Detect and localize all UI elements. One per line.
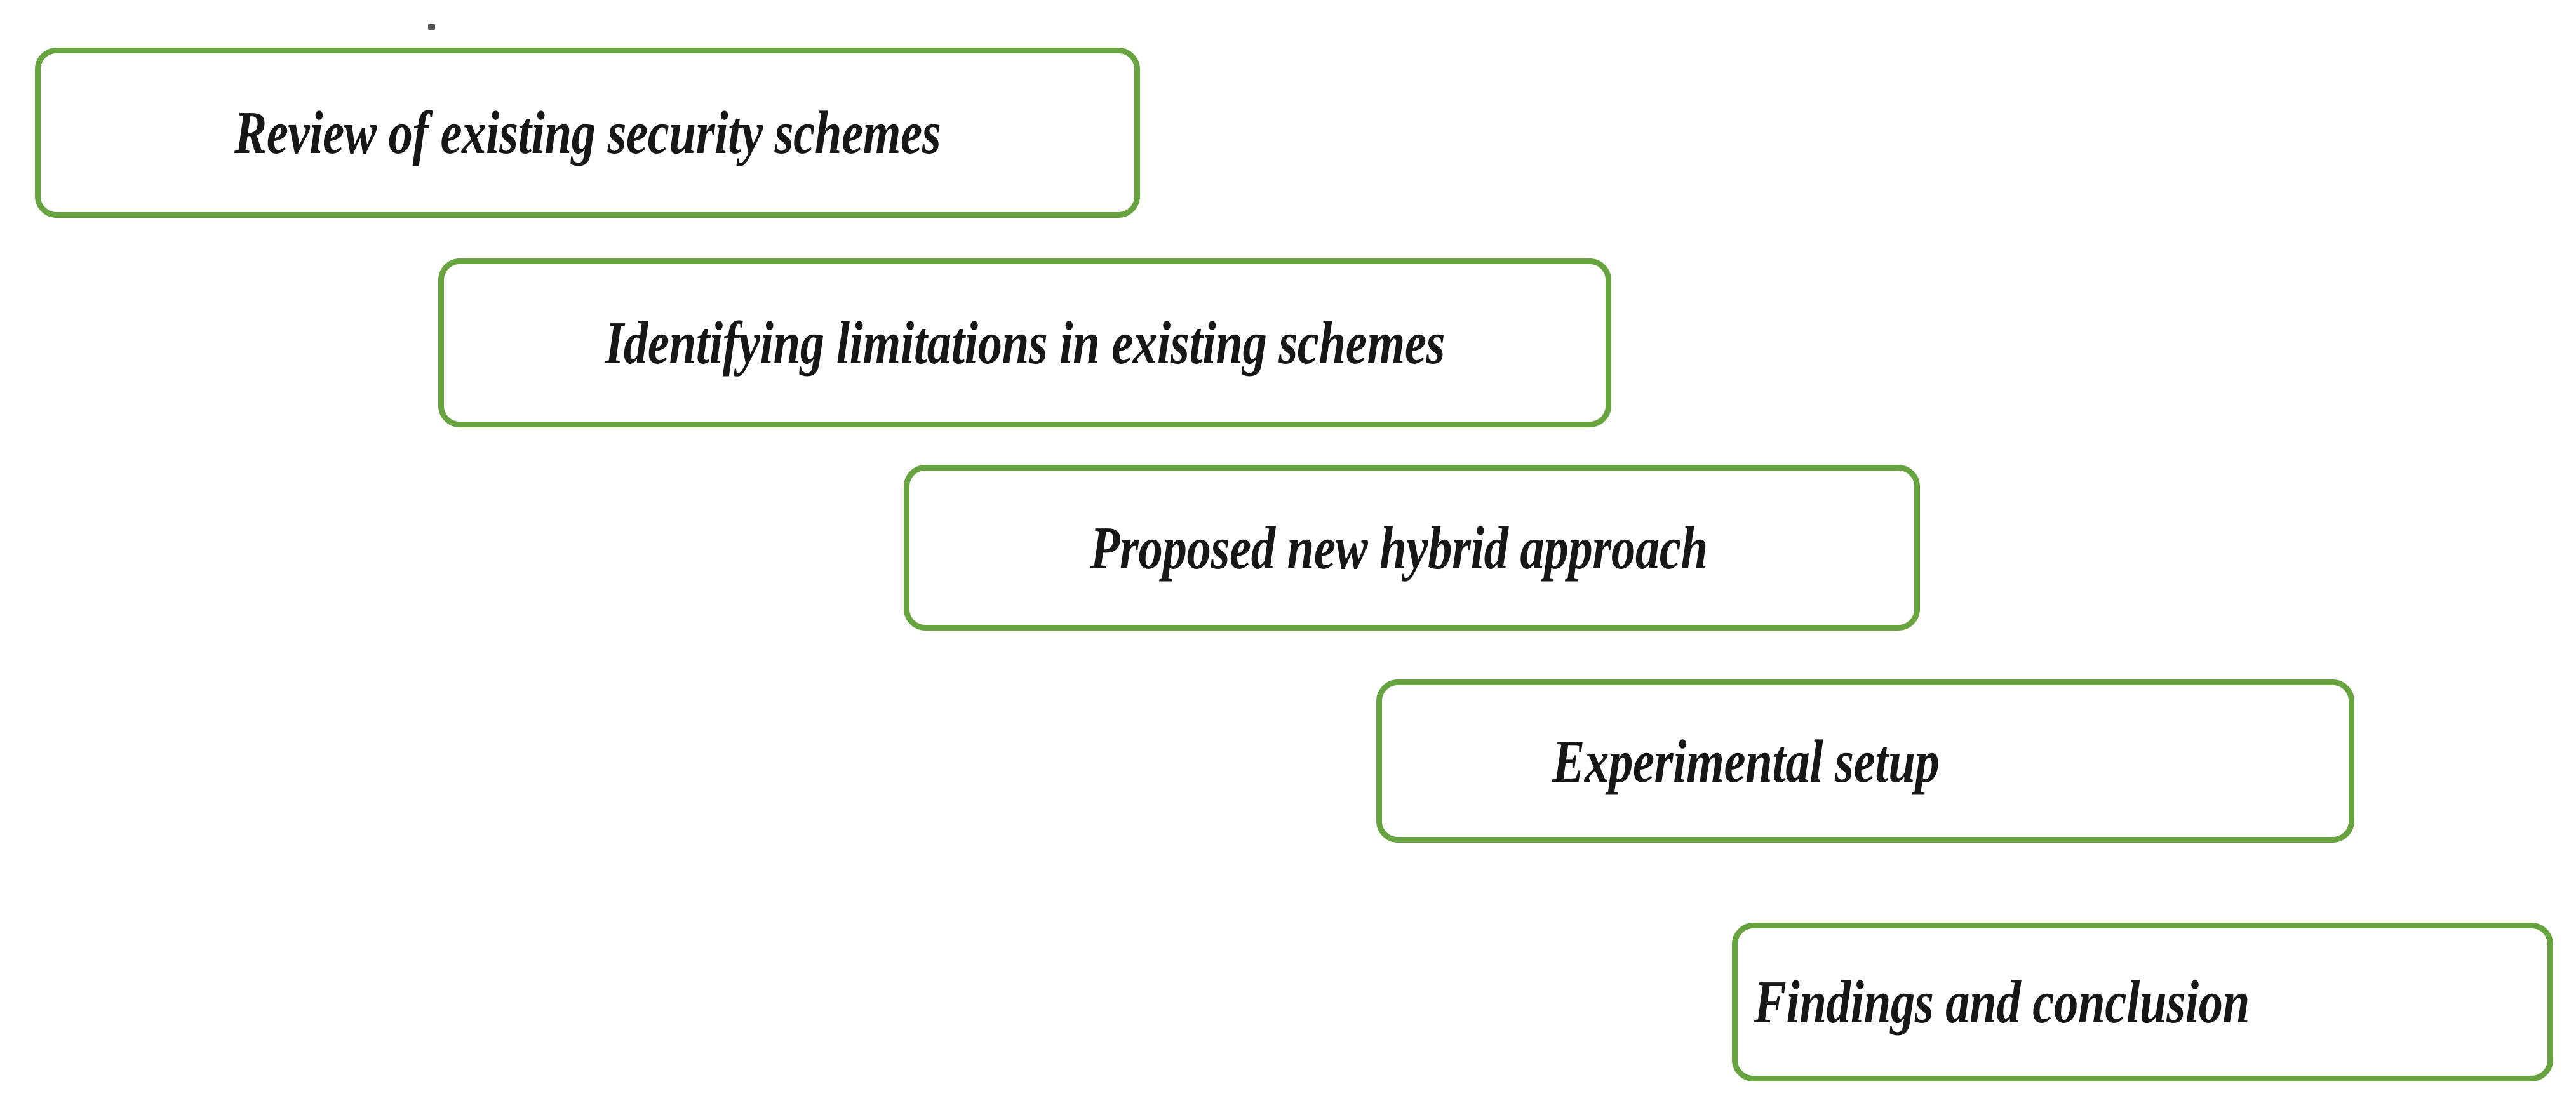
- flow-step-box-5[interactable]: Findings and conclusion: [1732, 923, 2553, 1081]
- flow-step-box-4[interactable]: Experimental setup: [1376, 679, 2354, 843]
- flow-step-box-2[interactable]: Identifying limitations in existing sche…: [438, 258, 1611, 427]
- flow-step-label-5: Findings and conclusion: [1754, 968, 2250, 1036]
- flow-step-box-1[interactable]: Review of existing security schemes: [35, 48, 1140, 218]
- flow-step-label-1: Review of existing security schemes: [234, 98, 941, 166]
- scan-speck-artifact: [428, 24, 435, 30]
- flow-step-label-2: Identifying limitations in existing sche…: [605, 309, 1445, 377]
- flow-step-label-4: Experimental setup: [1552, 726, 1940, 795]
- flow-step-box-3[interactable]: Proposed new hybrid approach: [904, 465, 1920, 631]
- flow-step-label-3: Proposed new hybrid approach: [1090, 513, 1708, 582]
